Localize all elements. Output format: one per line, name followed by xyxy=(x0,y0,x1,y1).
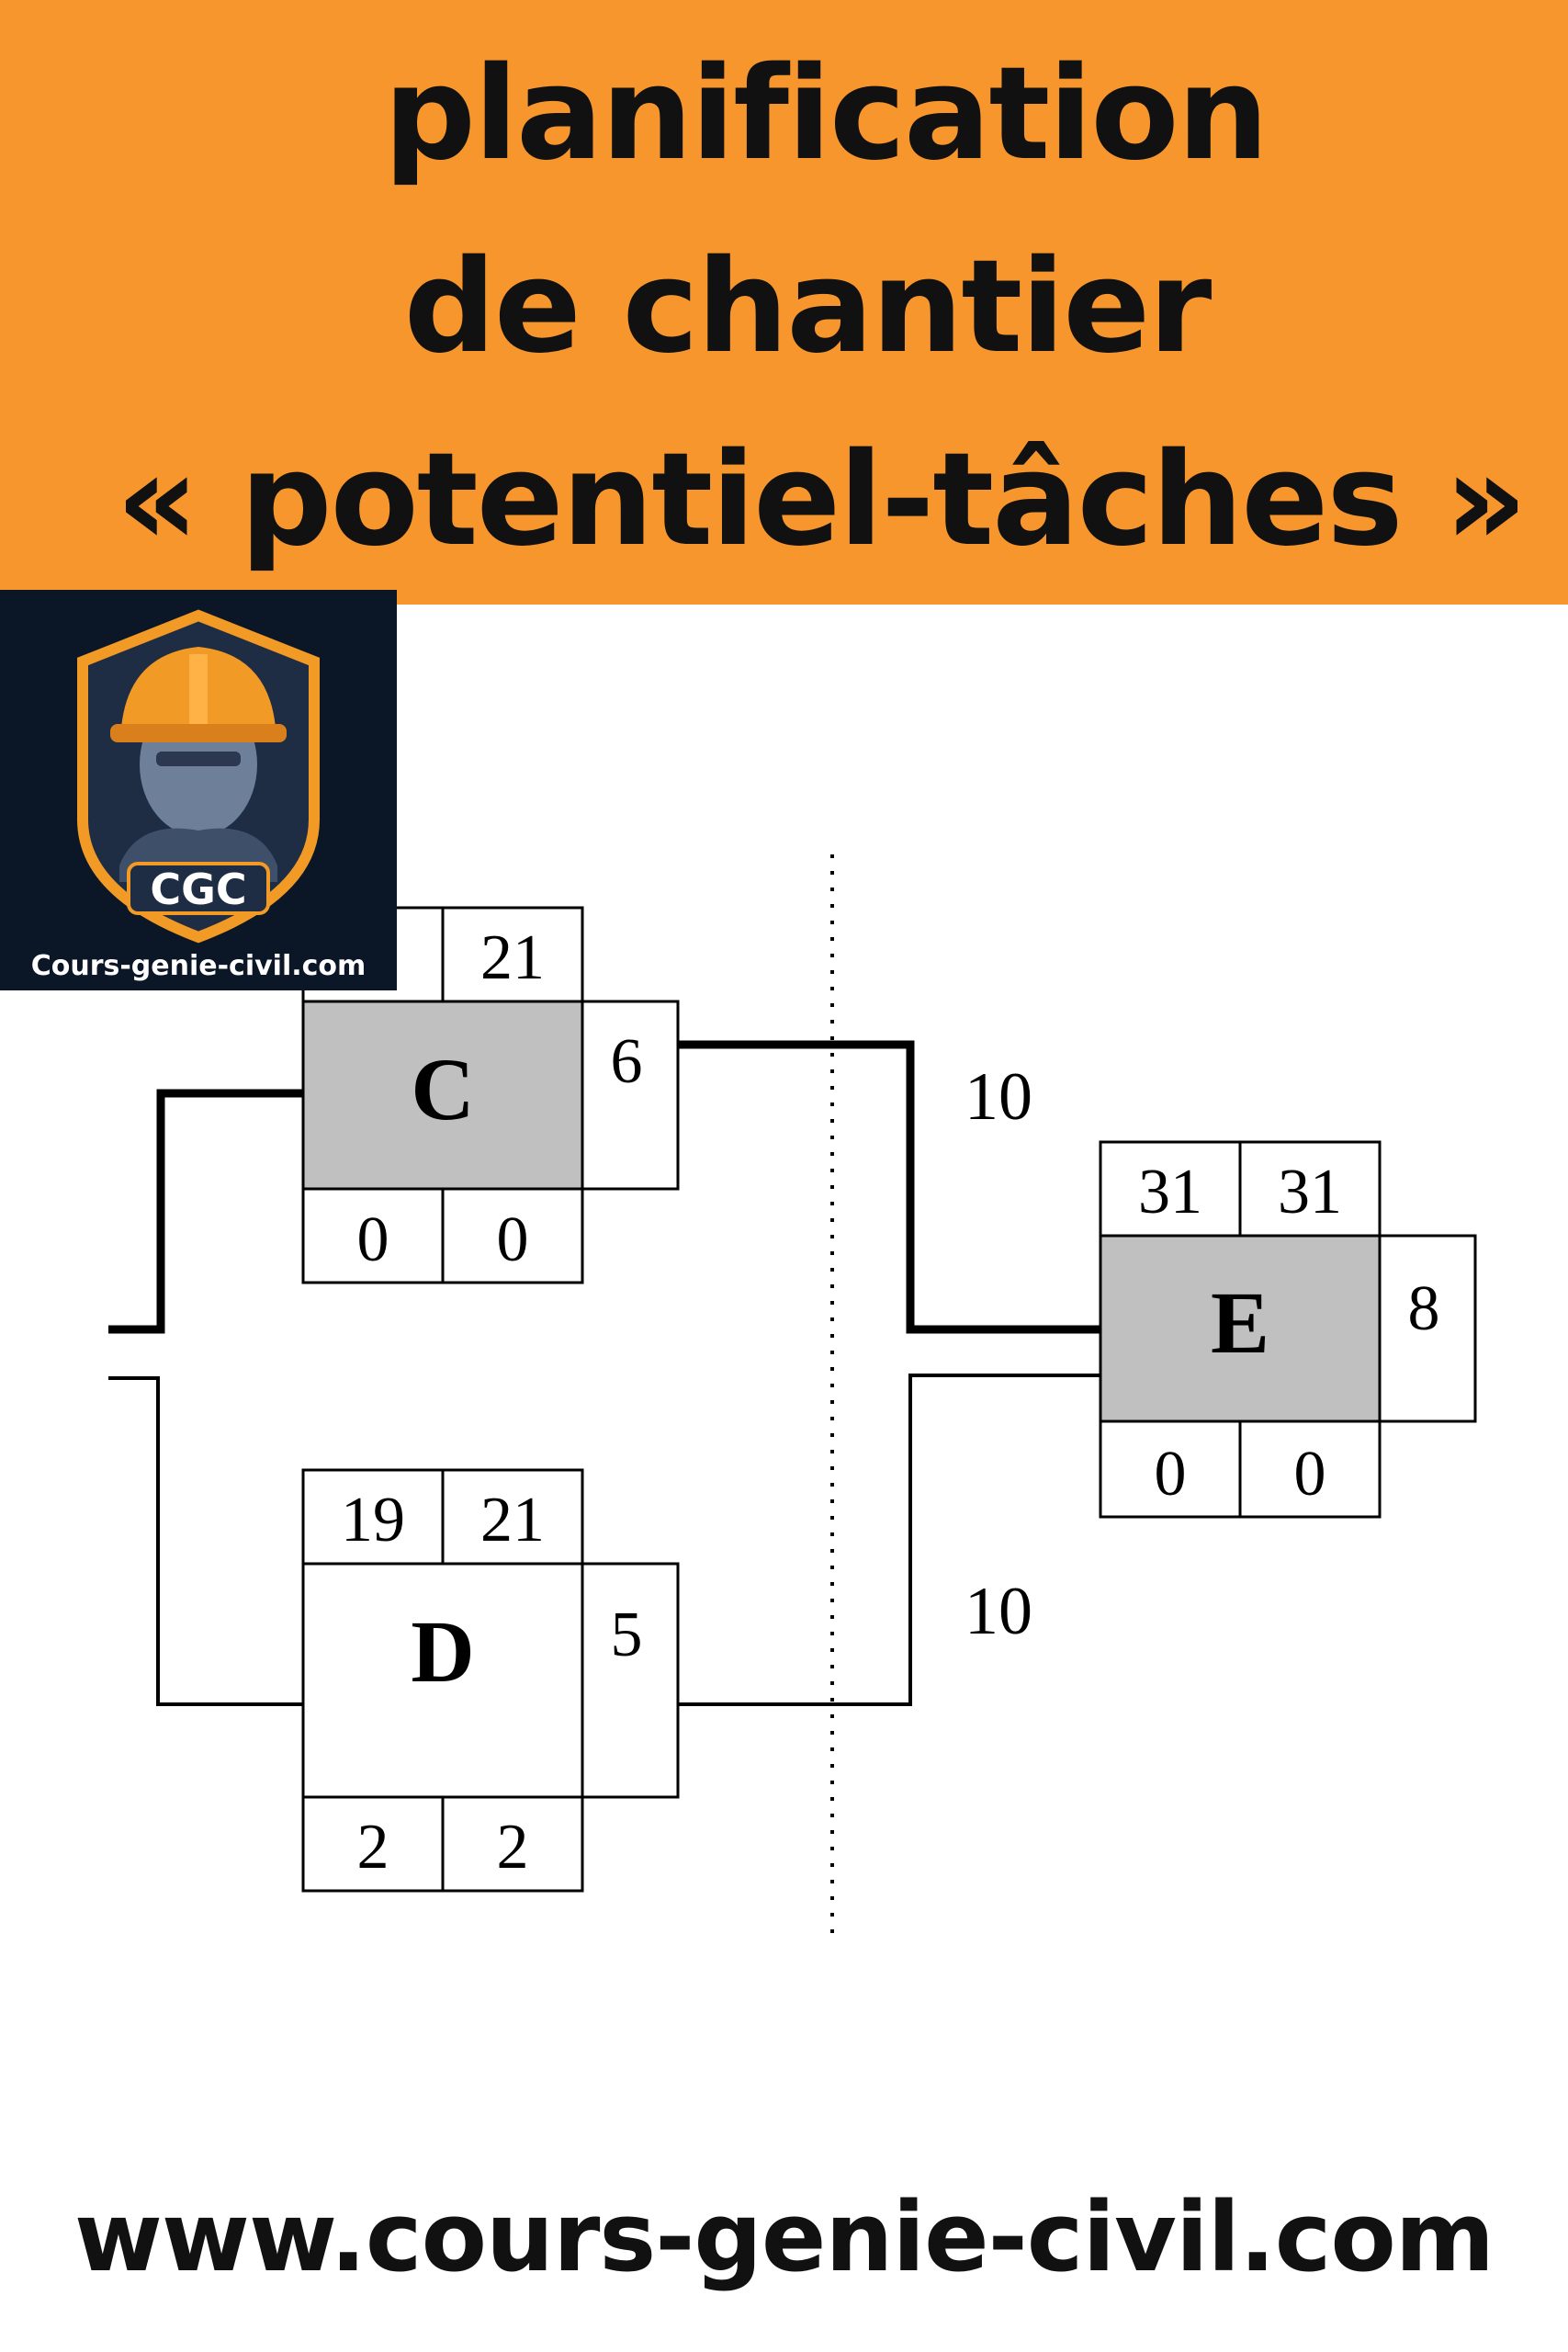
task-d-top-right-cell xyxy=(441,1468,584,1566)
title-line-1: planification xyxy=(383,40,1269,189)
title-line-2: de chantier xyxy=(403,232,1213,382)
task-e-bottom-right: 0 xyxy=(1294,1439,1326,1510)
link-start-d xyxy=(108,1376,303,1706)
task-e-label: E xyxy=(1211,1273,1269,1372)
link-label-c-e: 10 xyxy=(964,1059,1032,1135)
task-c-top-right-cell xyxy=(441,906,584,1003)
task-d-top-right: 21 xyxy=(480,1485,545,1555)
site-logo: CGC Cours-genie-civil.com xyxy=(0,590,397,990)
link-c-e xyxy=(678,1040,1100,1334)
task-d-top-left: 19 xyxy=(341,1485,405,1555)
task-d-duration-cell xyxy=(581,1562,680,1799)
title-banner: planification de chantier « potentiel-tâ… xyxy=(0,0,1568,605)
task-e-top-right: 31 xyxy=(1278,1157,1342,1227)
task-e-duration-cell xyxy=(1378,1234,1477,1423)
task-c-label: C xyxy=(411,1040,474,1138)
link-start-c xyxy=(108,1089,303,1334)
task-e-bottom-right-cell xyxy=(1238,1419,1382,1519)
task-c-bottom-right: 0 xyxy=(497,1204,529,1275)
logo-monogram: CGC xyxy=(150,865,246,914)
task-c-duration: 6 xyxy=(611,1026,643,1097)
task-c-body xyxy=(301,1000,584,1191)
logo-caption: Cours-genie-civil.com xyxy=(30,950,367,982)
task-e-top-left: 31 xyxy=(1138,1157,1202,1227)
link-d-e xyxy=(678,1374,1100,1706)
task-e-bottom-left: 0 xyxy=(1155,1439,1187,1510)
task-node-e: 31 31 E 8 0 0 xyxy=(1099,1140,1477,1519)
task-d-bottom-right-cell xyxy=(441,1795,584,1893)
task-c-bottom-left: 0 xyxy=(357,1204,389,1275)
task-e-bottom-left-cell xyxy=(1099,1419,1242,1519)
task-c-bottom-right-cell xyxy=(441,1187,584,1284)
task-d-bottom-left-cell xyxy=(301,1795,445,1893)
task-d-body xyxy=(301,1562,584,1799)
footer-url: www.cours-genie-civil.com xyxy=(73,2181,1495,2293)
task-node-d: 19 21 D 5 2 2 xyxy=(301,1468,680,1893)
task-c-duration-cell xyxy=(581,1000,680,1191)
title-line-3: « potentiel-tâches » xyxy=(116,425,1528,575)
task-d-top-left-cell xyxy=(301,1468,445,1566)
task-e-top-left-cell xyxy=(1099,1140,1242,1238)
task-d-label: D xyxy=(411,1602,474,1701)
task-e-duration: 8 xyxy=(1408,1273,1440,1344)
task-c-bottom-left-cell xyxy=(301,1187,445,1284)
task-d-bottom-right: 2 xyxy=(497,1812,529,1883)
link-label-d-e: 10 xyxy=(964,1574,1032,1649)
task-c-top-right: 21 xyxy=(480,922,545,993)
task-d-bottom-left: 2 xyxy=(357,1812,389,1883)
task-d-duration: 5 xyxy=(611,1600,643,1670)
construction-worker-hardhat-icon: CGC xyxy=(77,609,320,944)
